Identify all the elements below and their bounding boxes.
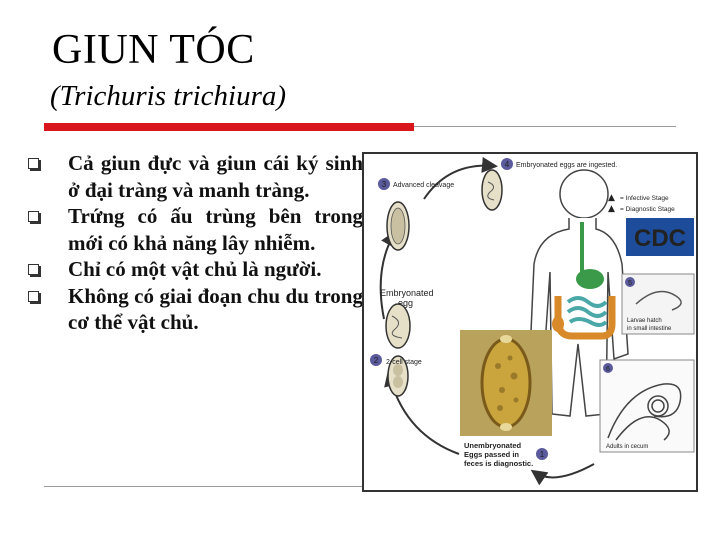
stage-label: 2-cell stage	[386, 359, 422, 366]
stage-number: 6	[606, 366, 610, 373]
larva-coil	[391, 315, 403, 339]
bullet-text: Cả giun đực và giun cái ký sinh ở đại tr…	[68, 151, 363, 202]
stage-number: 1	[540, 450, 545, 459]
slide-subtitle: (Trichuris trichiura)	[50, 80, 287, 112]
cell	[393, 364, 403, 376]
cycle-arrow	[530, 463, 595, 486]
unembryonated-label: Unembryonated	[464, 441, 522, 450]
bullet-item: Trứng có ấu trùng bên trong mới có khả n…	[28, 203, 363, 256]
small-intestine-icon	[566, 296, 608, 327]
cecum-icon	[552, 316, 564, 332]
stage-label: Advanced cleavage	[393, 182, 454, 189]
bullet-item: Chỉ có một vật chủ là người.	[28, 256, 363, 283]
bullet-item: Không có giai đoạn chu du trong cơ thể v…	[28, 283, 363, 336]
cycle-arrow	[423, 156, 498, 200]
embryonated-egg-label: Embryonated	[380, 288, 434, 298]
life-cycle-figure: 4 Embryonated eggs are ingested. 3 Advan…	[362, 152, 698, 492]
title-underline-thin	[414, 126, 676, 127]
egg-texture	[495, 355, 519, 411]
embryonated-egg-label: egg	[398, 298, 413, 308]
stage-number: 5	[628, 280, 632, 287]
bottom-divider	[44, 486, 362, 487]
egg-inner	[390, 207, 406, 245]
bullet-text: Trứng có ấu trùng bên trong mới có khả n…	[68, 204, 363, 255]
bullet-text: Không có giai đoạn chu du trong cơ thể v…	[68, 283, 363, 335]
square-bullet-icon	[28, 264, 39, 275]
cell	[393, 376, 403, 388]
stage-label: Larvae hatch	[627, 318, 662, 324]
square-bullet-icon	[28, 290, 39, 302]
unembryonated-label: feces is diagnostic.	[464, 459, 533, 468]
infective-stage-icon: ▲	[608, 193, 615, 203]
square-bullet-icon	[28, 211, 39, 222]
stage-marker-6	[603, 363, 613, 373]
legend-diagnostic: = Diagnostic Stage	[620, 206, 675, 213]
title-underline-red	[44, 123, 414, 131]
adult-worms-icon	[607, 383, 682, 441]
stage-label: Adults in cecum	[606, 444, 648, 450]
stage-marker-4	[501, 158, 513, 170]
cdc-logo	[626, 218, 694, 256]
bullet-text: Chỉ có một vật chủ là người.	[68, 257, 322, 281]
egg-plug	[500, 423, 512, 431]
stage-marker-5	[625, 277, 635, 287]
egg-unembryonated-icon	[480, 337, 532, 429]
stage-number: 4	[505, 160, 510, 169]
stage-label: Embryonated eggs are ingested.	[516, 162, 617, 169]
stage-number: 3	[382, 180, 387, 189]
unembryonated-label: Eggs passed in	[464, 450, 519, 459]
stage-marker-3	[378, 178, 390, 190]
stage-marker-1	[536, 448, 548, 460]
bullet-item: Cả giun đực và giun cái ký sinh ở đại tr…	[28, 150, 363, 203]
bullet-list: Cả giun đực và giun cái ký sinh ở đại tr…	[28, 150, 363, 336]
stage-label: in small intestine	[627, 326, 672, 332]
stage-number: 2	[374, 356, 379, 365]
stage-marker-2	[370, 354, 382, 366]
stomach-icon	[576, 269, 604, 289]
square-bullet-icon	[28, 158, 39, 169]
slide-title: GIUN TÓC	[52, 27, 255, 73]
larva-coil	[487, 181, 495, 201]
adults-panel	[599, 359, 695, 453]
legend-infective: = Infective Stage	[620, 195, 669, 202]
cdc-logo-text: CDC	[634, 225, 686, 252]
diagnostic-stage-icon: ▲	[608, 204, 615, 214]
egg-plug	[500, 335, 512, 343]
larva-icon	[635, 290, 682, 311]
